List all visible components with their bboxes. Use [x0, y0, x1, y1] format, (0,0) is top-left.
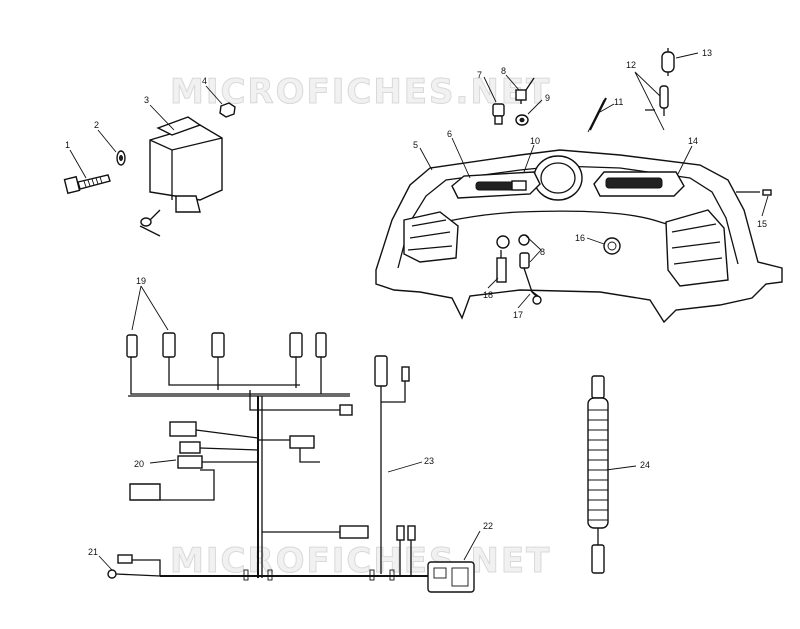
- callout-19: 19: [136, 276, 146, 286]
- callout-20: 20: [134, 459, 144, 469]
- callout-5: 5: [413, 140, 418, 150]
- callout-15: 15: [757, 219, 767, 229]
- cdi-module-part: [139, 116, 223, 237]
- callout-21: 21: [88, 547, 98, 557]
- callout-10: 10: [530, 136, 540, 146]
- callout-1: 1: [65, 140, 70, 150]
- switch-part-7: [492, 103, 505, 125]
- watermark-bottom: MICROFICHES.NET: [170, 541, 551, 581]
- dash-panel-part: [375, 149, 783, 324]
- callout-2: 2: [94, 120, 99, 130]
- callout-11: 11: [614, 97, 623, 107]
- callout-8-bottom: 8: [540, 247, 545, 257]
- connector-part-18: [496, 250, 507, 283]
- callout-17: 17: [513, 310, 523, 320]
- callout-4: 4: [202, 76, 207, 86]
- bolt-part: [63, 174, 111, 195]
- bulb-part-13: [661, 48, 675, 76]
- conduit-part-24: [587, 375, 609, 574]
- callout-18: 18: [483, 290, 493, 300]
- washer-part: [116, 150, 126, 166]
- callout-13: 13: [702, 48, 712, 58]
- callout-23: 23: [424, 456, 434, 466]
- callout-16: 16: [575, 233, 585, 243]
- callout-12: 12: [626, 60, 636, 70]
- callout-14: 14: [688, 136, 698, 146]
- rod-part-11: [587, 97, 607, 133]
- switch-part-17: [519, 252, 542, 305]
- grommet-part-9: [515, 114, 529, 126]
- switch-part-8-top: [515, 77, 535, 104]
- callout-9: 9: [545, 93, 550, 103]
- callout-labels: 1 2 3 4 5 6 7 8 8 9 10 11 12 13 14 15 16…: [65, 48, 767, 557]
- callout-8-top: 8: [501, 66, 506, 76]
- callout-3: 3: [144, 95, 149, 105]
- screw-part-15: [736, 189, 772, 196]
- lamp-part-12: [645, 85, 669, 116]
- callout-7: 7: [477, 70, 482, 80]
- nut-part: [219, 102, 236, 118]
- callout-6: 6: [447, 129, 452, 139]
- callout-22: 22: [483, 521, 493, 531]
- leader-lines: [69, 52, 769, 571]
- callout-24: 24: [640, 460, 650, 470]
